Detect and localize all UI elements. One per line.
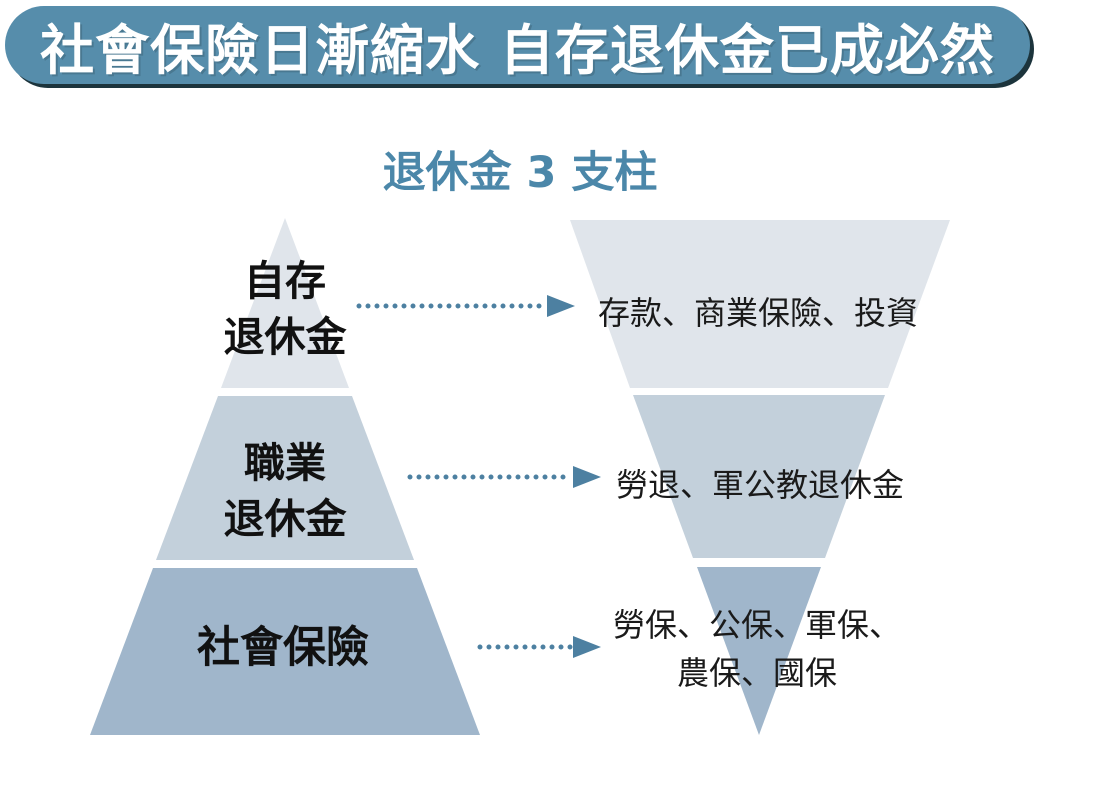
tier-desc-self-saved-pension: 存款、商業保險、投資 <box>597 294 918 332</box>
arrow-icon-self-saved <box>356 295 575 317</box>
pyramid-chart <box>90 218 480 735</box>
pyramid-tier-top <box>221 218 349 388</box>
arrow-head-icon <box>573 636 601 658</box>
arrow-head-icon <box>547 295 575 317</box>
arrow-icon-occupational <box>407 466 601 488</box>
tier-desc-social-insurance: 勞保、公保、軍保、 農保、國保 <box>612 606 901 692</box>
arrow-head-icon <box>573 466 601 488</box>
tier-label-occupational-pension: 職業 退休金 <box>223 439 347 543</box>
tier-desc-occupational-pension: 勞退、軍公教退休金 <box>615 466 904 504</box>
funnel-tier-bottom <box>697 567 821 735</box>
funnel-tier-top <box>570 220 950 388</box>
pyramid-tier-middle <box>156 396 414 560</box>
banner-title: 社會保險日漸縮水 自存退休金已成必然 <box>40 18 995 82</box>
tier-label-social-insurance: 社會保險 <box>197 623 369 673</box>
funnel-chart <box>570 220 950 735</box>
diagram-subtitle: 退休金 3 支柱 <box>382 148 658 198</box>
tier-label-self-saved-pension: 自存 退休金 <box>223 257 347 361</box>
funnel-tier-middle <box>633 395 885 558</box>
arrow-icon-social-insurance <box>477 636 601 658</box>
pyramid-tier-bottom <box>90 568 480 735</box>
title-banner: 社會保險日漸縮水 自存退休金已成必然 <box>5 6 1030 84</box>
